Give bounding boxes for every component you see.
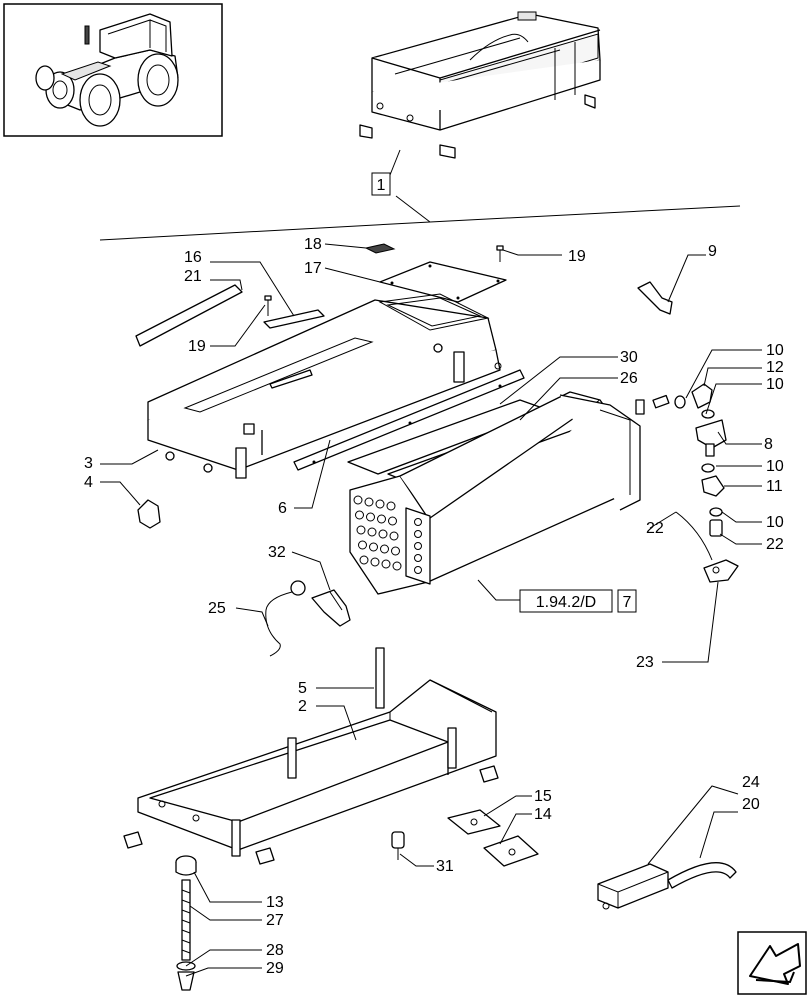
core-fin <box>370 557 380 567</box>
mounting-bolt <box>175 855 197 991</box>
svg-text:1: 1 <box>377 177 386 194</box>
core-fin <box>364 497 374 507</box>
callout-13[interactable]: 13 <box>266 894 284 911</box>
grommet <box>391 831 405 860</box>
core-fin <box>366 512 375 522</box>
core-fin <box>369 542 378 552</box>
core-fin <box>377 514 386 524</box>
assembled-heater-unit <box>359 11 601 159</box>
callout-22a[interactable]: 22 <box>646 520 664 537</box>
callout-20[interactable]: 20 <box>742 796 760 813</box>
reference-box[interactable]: 1.94.2/D <box>519 589 613 613</box>
callout-19a[interactable]: 19 <box>568 248 586 265</box>
core-fin <box>414 542 422 550</box>
callout-17[interactable]: 17 <box>304 260 322 277</box>
heater-core <box>349 391 670 595</box>
callout-10a[interactable]: 10 <box>766 342 784 359</box>
tractor-thumbnail[interactable] <box>3 3 223 137</box>
gasket-strip <box>293 369 525 471</box>
callout-4[interactable]: 4 <box>84 474 93 491</box>
callout-24[interactable]: 24 <box>742 774 760 791</box>
core-fin <box>386 501 396 511</box>
rubber-pad-15 <box>447 809 501 835</box>
reference-box-7[interactable]: 7 <box>617 589 637 613</box>
core-fin <box>392 561 402 571</box>
callout-32[interactable]: 32 <box>268 544 286 561</box>
core-fin <box>358 540 367 550</box>
core-fins <box>353 495 422 574</box>
core-fin <box>414 530 422 538</box>
core-fin <box>389 531 399 541</box>
callout-11[interactable]: 11 <box>766 478 783 495</box>
callout-14[interactable]: 14 <box>534 806 552 823</box>
core-fin <box>380 544 389 554</box>
svg-text:1.94.2/D: 1.94.2/D <box>536 594 596 611</box>
core-fin <box>353 495 363 505</box>
hose-fittings <box>674 383 739 583</box>
callout-22b[interactable]: 22 <box>766 536 784 553</box>
callout-3[interactable]: 3 <box>84 455 93 472</box>
screw <box>496 245 504 262</box>
callout-19b[interactable]: 19 <box>188 338 206 355</box>
screw-19b <box>264 295 272 316</box>
core-fin <box>414 518 422 526</box>
core-fin <box>378 529 388 539</box>
callout-28[interactable]: 28 <box>266 942 284 959</box>
callout-23[interactable]: 23 <box>636 654 654 671</box>
core-fin <box>355 510 364 520</box>
callout-29[interactable]: 29 <box>266 960 284 977</box>
drain-tray <box>123 647 499 865</box>
rubber-pad-14 <box>483 835 539 867</box>
callout-6[interactable]: 6 <box>278 500 287 517</box>
callout-31[interactable]: 31 <box>436 858 454 875</box>
seal-strip-16 <box>263 309 325 329</box>
mounting-bracket <box>137 499 161 529</box>
callout-27[interactable]: 27 <box>266 912 284 929</box>
callout-10d[interactable]: 10 <box>766 514 784 531</box>
clip <box>637 281 673 315</box>
core-fin <box>359 555 369 565</box>
core-fin <box>414 566 422 574</box>
callout-8[interactable]: 8 <box>764 436 773 453</box>
core-fin <box>356 525 366 535</box>
upper-housing <box>147 293 502 479</box>
callout-labels: 1 18 19 17 9 16 21 19 10 12 30 26 10 8 1… <box>84 172 784 977</box>
svg-text:7: 7 <box>623 594 632 611</box>
callout-5[interactable]: 5 <box>298 680 307 697</box>
tractor-icon <box>35 13 179 127</box>
label-plate <box>364 243 396 254</box>
callout-15[interactable]: 15 <box>534 788 552 805</box>
callout-25[interactable]: 25 <box>208 600 226 617</box>
callout-18[interactable]: 18 <box>304 236 322 253</box>
arrow-back-icon <box>749 943 801 985</box>
callout-30[interactable]: 30 <box>620 349 638 366</box>
core-fin <box>367 527 377 537</box>
nav-back-button[interactable] <box>737 931 807 995</box>
callout-9[interactable]: 9 <box>708 243 717 260</box>
relay-module <box>597 862 737 910</box>
core-fin <box>381 559 391 569</box>
core-fin <box>388 516 397 526</box>
callout-10c[interactable]: 10 <box>766 458 784 475</box>
callout-16[interactable]: 16 <box>184 249 202 266</box>
callout-1[interactable]: 1 <box>371 172 391 196</box>
callout-2[interactable]: 2 <box>298 698 307 715</box>
core-fin <box>391 546 400 556</box>
temperature-sensor <box>265 580 351 657</box>
core-fin <box>375 499 385 509</box>
callout-26[interactable]: 26 <box>620 370 638 387</box>
callout-10b[interactable]: 10 <box>766 376 784 393</box>
callout-21[interactable]: 21 <box>184 268 202 285</box>
callout-12[interactable]: 12 <box>766 359 784 376</box>
leader-lines <box>100 243 762 977</box>
seal-strip-21 <box>135 284 243 347</box>
core-fin <box>414 554 422 562</box>
